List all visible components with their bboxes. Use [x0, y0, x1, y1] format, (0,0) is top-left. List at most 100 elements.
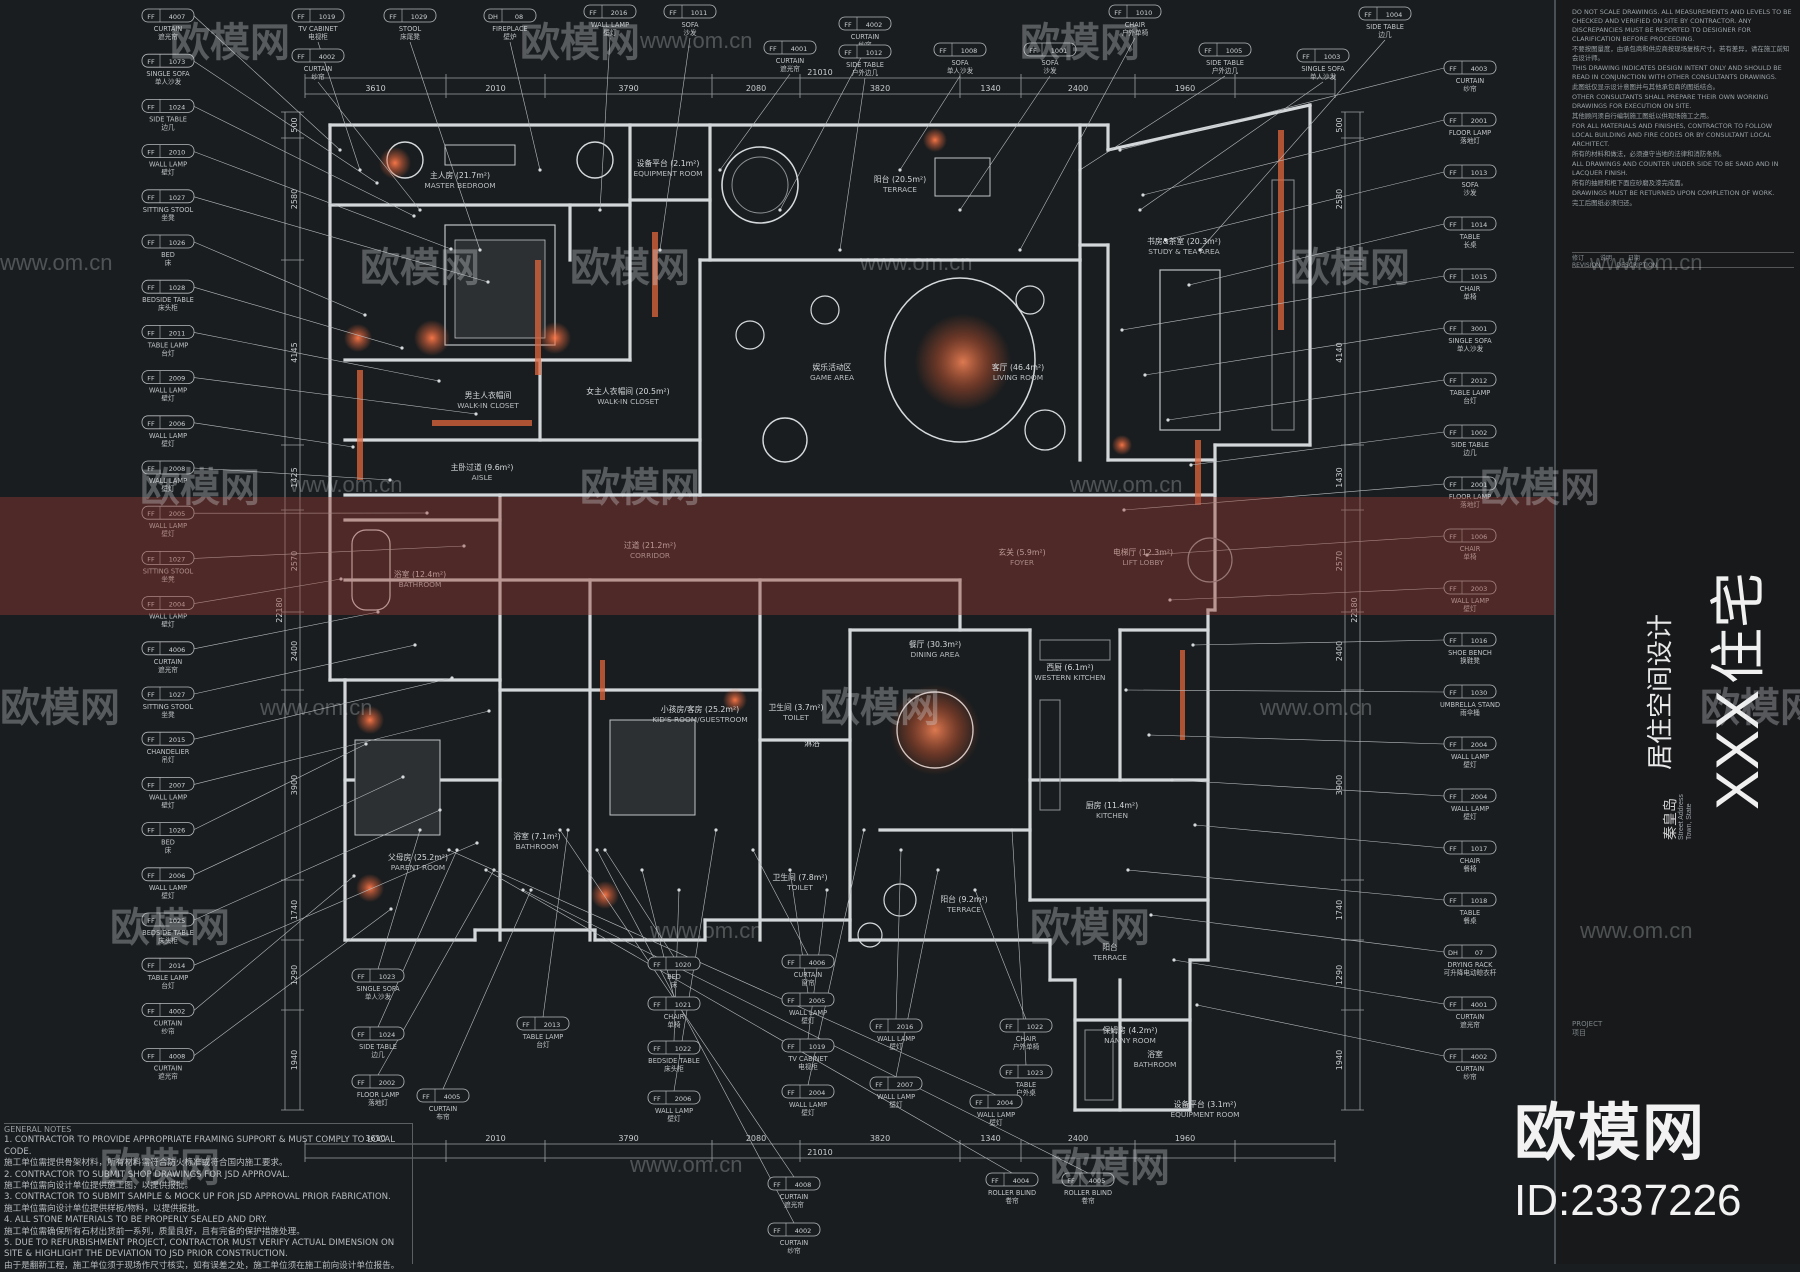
tag-name-cn: 壁炉	[503, 32, 517, 41]
tag-name-cn: 遮光帘	[784, 1200, 804, 1209]
tag-name-en: CURTAIN	[154, 1065, 183, 1073]
tag-name-en: TABLE	[1459, 233, 1480, 241]
tag-code: FF	[1449, 845, 1457, 853]
tag-name-en: SOFA	[951, 59, 969, 67]
leader-dot	[677, 888, 680, 891]
tag-number: 3001	[1471, 325, 1488, 333]
tag-name-en: SIDE TABLE	[1206, 59, 1244, 67]
dim-top-label: 3610	[365, 84, 385, 93]
leader-line	[840, 78, 865, 250]
tag-name-en: SINGLE SOFA	[146, 70, 190, 78]
leader-dot	[418, 208, 421, 211]
tag-code: FF	[653, 961, 661, 969]
room-name-en: AISLE	[472, 473, 493, 482]
tag-name-cn: 单人沙发	[155, 77, 182, 86]
leader-dot	[487, 709, 490, 712]
furniture-piece	[722, 147, 798, 223]
tag-number: 4006	[169, 646, 186, 654]
room-name-en: GAME AREA	[810, 373, 854, 382]
title-block-notes: DO NOT SCALE DRAWINGS. ALL MEASUREMENTS …	[1572, 8, 1794, 209]
tag-number: 1017	[1471, 845, 1488, 853]
dim-bottom-label: 1960	[1175, 1134, 1195, 1143]
tag-name-en: CURTAIN	[1456, 77, 1485, 85]
tag-number: 1018	[1471, 897, 1488, 905]
tag-name-cn: 换鞋凳	[1460, 656, 1480, 665]
room-label: 厨房 (11.4m²)KITCHEN	[1086, 800, 1138, 820]
dim-right-label: 2400	[1335, 641, 1344, 661]
room-name-cn: 阳台	[1102, 942, 1118, 952]
title-block-note: 完工后图纸必须归还。	[1572, 199, 1794, 208]
leader-dot	[598, 208, 601, 211]
tag-name-cn: 边几	[371, 1051, 385, 1059]
tag-number: 4002	[866, 21, 883, 29]
tag-name-en: WALL LAMP	[877, 1093, 915, 1101]
tag-name-en: WALL LAMP	[149, 522, 187, 530]
tag-code: FF	[147, 1053, 155, 1061]
leader-line	[194, 197, 488, 282]
leader-dot	[418, 828, 421, 831]
leader-line	[1191, 432, 1444, 465]
tag-code: FF	[1364, 11, 1372, 19]
general-note-line: 1. CONTRACTOR TO PROVIDE APPROPRIATE FRA…	[4, 1135, 412, 1158]
tag-name-en: WALL LAMP	[149, 793, 187, 801]
leader-dot	[1126, 868, 1129, 871]
tag-code: FF	[975, 1099, 983, 1107]
tag-name-cn: 沙发	[1463, 188, 1477, 197]
room-name-cn: 浴室 (12.4m²)	[394, 569, 446, 579]
leader-dot	[658, 248, 661, 251]
leader-line	[1140, 82, 1323, 210]
leader-dot	[958, 208, 961, 211]
tag-number: 1023	[379, 973, 396, 981]
tag-number: 1010	[1136, 9, 1153, 17]
tag-name-en: SITTING STOOL	[143, 206, 194, 214]
tag-name-en: TABLE	[1015, 1081, 1036, 1089]
tag-name-en: TABLE LAMP	[147, 974, 189, 982]
tag-code: FF	[1449, 741, 1457, 749]
tag-number: 2010	[169, 149, 186, 157]
tag-name-cn: 卷帘	[1081, 1196, 1095, 1205]
dim-top-total: 21010	[807, 68, 832, 77]
room-name-en: BATHROOM	[1134, 1060, 1177, 1069]
dim-left-label: 1425	[290, 467, 299, 487]
leader-line	[896, 850, 901, 1019]
tag-name-en: CURTAIN	[780, 1193, 809, 1201]
tag-name-en: WALL LAMP	[1451, 753, 1489, 761]
leader-dot	[1018, 248, 1021, 251]
tag-code: FF	[787, 1043, 795, 1051]
tag-name-en: WALL LAMP	[977, 1111, 1015, 1119]
tag-name-en: CURTAIN	[851, 33, 880, 41]
accent-light-strip	[652, 232, 658, 317]
dim-right-label: 4140	[1335, 342, 1344, 362]
tag-number: 2004	[809, 1089, 826, 1097]
project-title-cn: 住宅	[1707, 572, 1770, 684]
tag-name-en: TABLE LAMP	[522, 1033, 564, 1041]
tag-name-en: CURTAIN	[780, 1239, 809, 1247]
tag-name-cn: 单人沙发	[365, 992, 392, 1001]
rev-h0: 修订	[1572, 255, 1584, 262]
dim-left-total: 22180	[275, 597, 284, 622]
tag-name-en: ROLLER BLIND	[988, 1189, 1036, 1197]
tag-code: FF	[1449, 689, 1457, 697]
tag-number: 1013	[1471, 169, 1488, 177]
dim-right-label: 2570	[1335, 551, 1344, 571]
tag-name-cn: 壁灯	[1463, 760, 1477, 769]
leader-line	[1151, 915, 1444, 952]
leader-dot	[973, 888, 976, 891]
leader-dot	[838, 248, 841, 251]
leader-dot	[478, 248, 481, 251]
tag-number: 1019	[319, 13, 336, 21]
room-label: 保姆房 (4.2m²)NANNY ROOM	[1102, 1025, 1157, 1045]
tag-name-en: CURTAIN	[1456, 1013, 1485, 1021]
tag-code: FF	[147, 329, 155, 337]
